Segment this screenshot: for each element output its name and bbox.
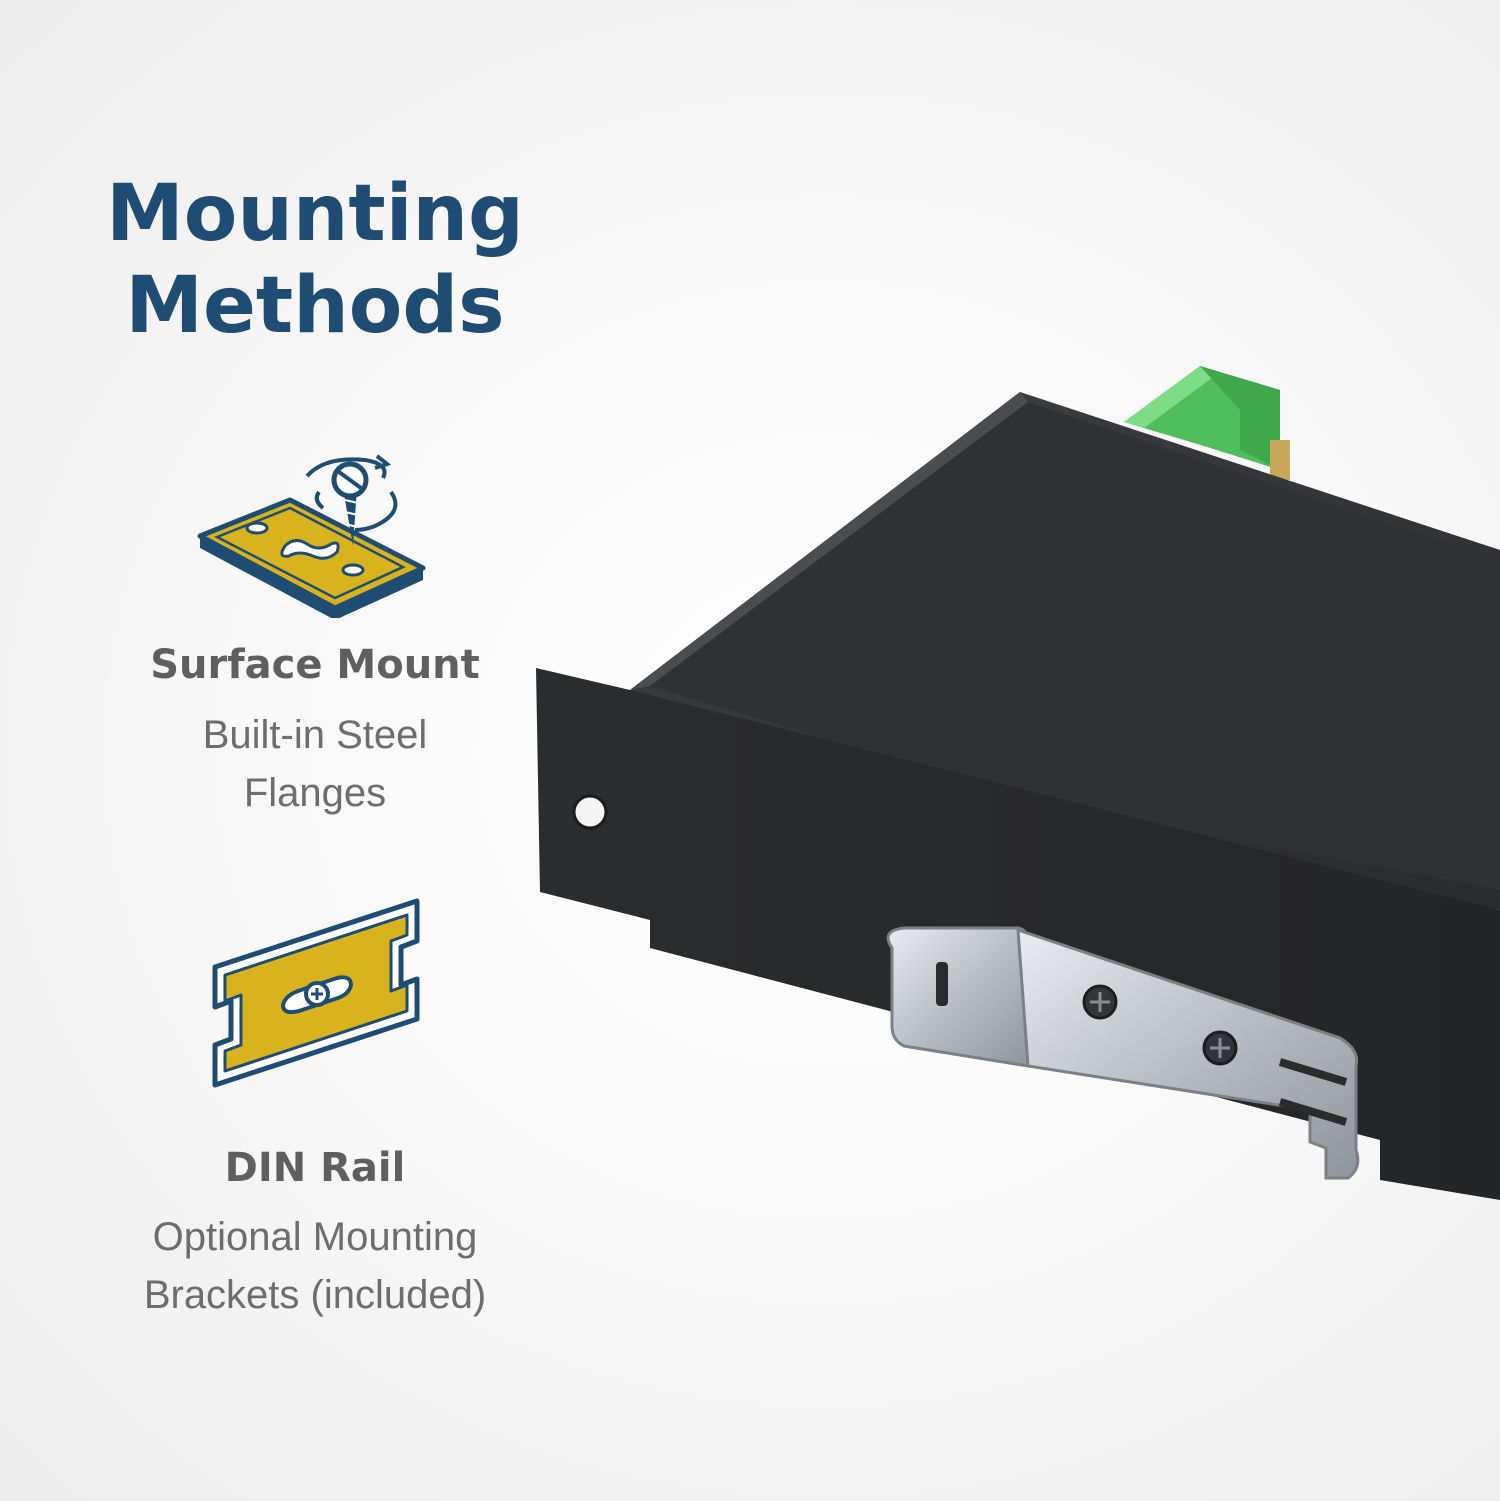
din-rail-desc-line-1: Optional Mounting	[152, 1215, 478, 1259]
din-rail-desc-line-2: Brackets (included)	[143, 1273, 487, 1317]
product-image	[536, 366, 1500, 1200]
din-rail-title: DIN Rail	[224, 1145, 406, 1191]
terminal-block	[1124, 366, 1290, 480]
surface-mount-title: Surface Mount	[150, 642, 480, 688]
title-line-2: Methods	[125, 261, 505, 351]
surface-mount-desc-line-1: Built-in Steel	[202, 713, 428, 757]
flange-hole	[572, 794, 608, 830]
page-title: Mounting Methods	[60, 168, 570, 352]
surface-mount-description: Built-in Steel Flanges	[15, 706, 615, 822]
din-rail-description: Optional Mounting Brackets (included)	[15, 1208, 615, 1324]
din-rail-bracket	[886, 926, 1360, 1180]
surface-mount-icon	[197, 454, 426, 618]
din-rail-icon	[212, 898, 420, 1088]
surface-mount-desc-line-2: Flanges	[243, 771, 387, 815]
title-line-1: Mounting	[106, 169, 524, 259]
